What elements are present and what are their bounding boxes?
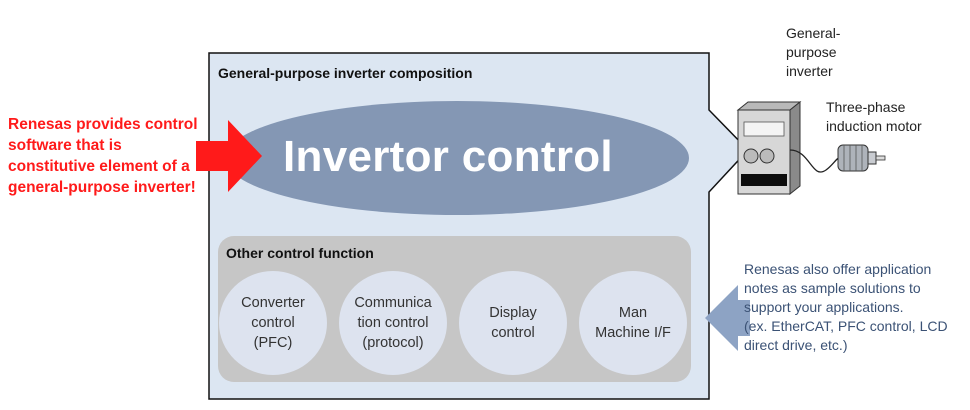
inverter-device-icon [736,100,802,196]
composition-title: General-purpose inverter composition [218,65,473,81]
communication-control-bubble: Communica tion control (protocol) [339,271,447,375]
invertor-control-ellipse [225,101,689,215]
renesas-note: Renesas provides control software that i… [8,116,198,196]
application-notes-text: Renesas also offer application notes as … [744,261,948,353]
red-arrow-icon [196,120,262,192]
inverter-label: General-purpose inverter [786,25,841,79]
converter-control-bubble: Converter control (PFC) [219,271,327,375]
man-machine-if-bubble: Man Machine I/F [579,271,687,375]
display-control-bubble: Display control [459,271,567,375]
motor-icon [837,144,886,172]
motor-label: Three-phase induction motor [826,99,922,134]
motor-cable [789,149,843,173]
blue-arrow-icon [705,285,750,351]
invertor-control-label: Invertor control [283,132,613,181]
other-control-title: Other control function [226,245,374,261]
